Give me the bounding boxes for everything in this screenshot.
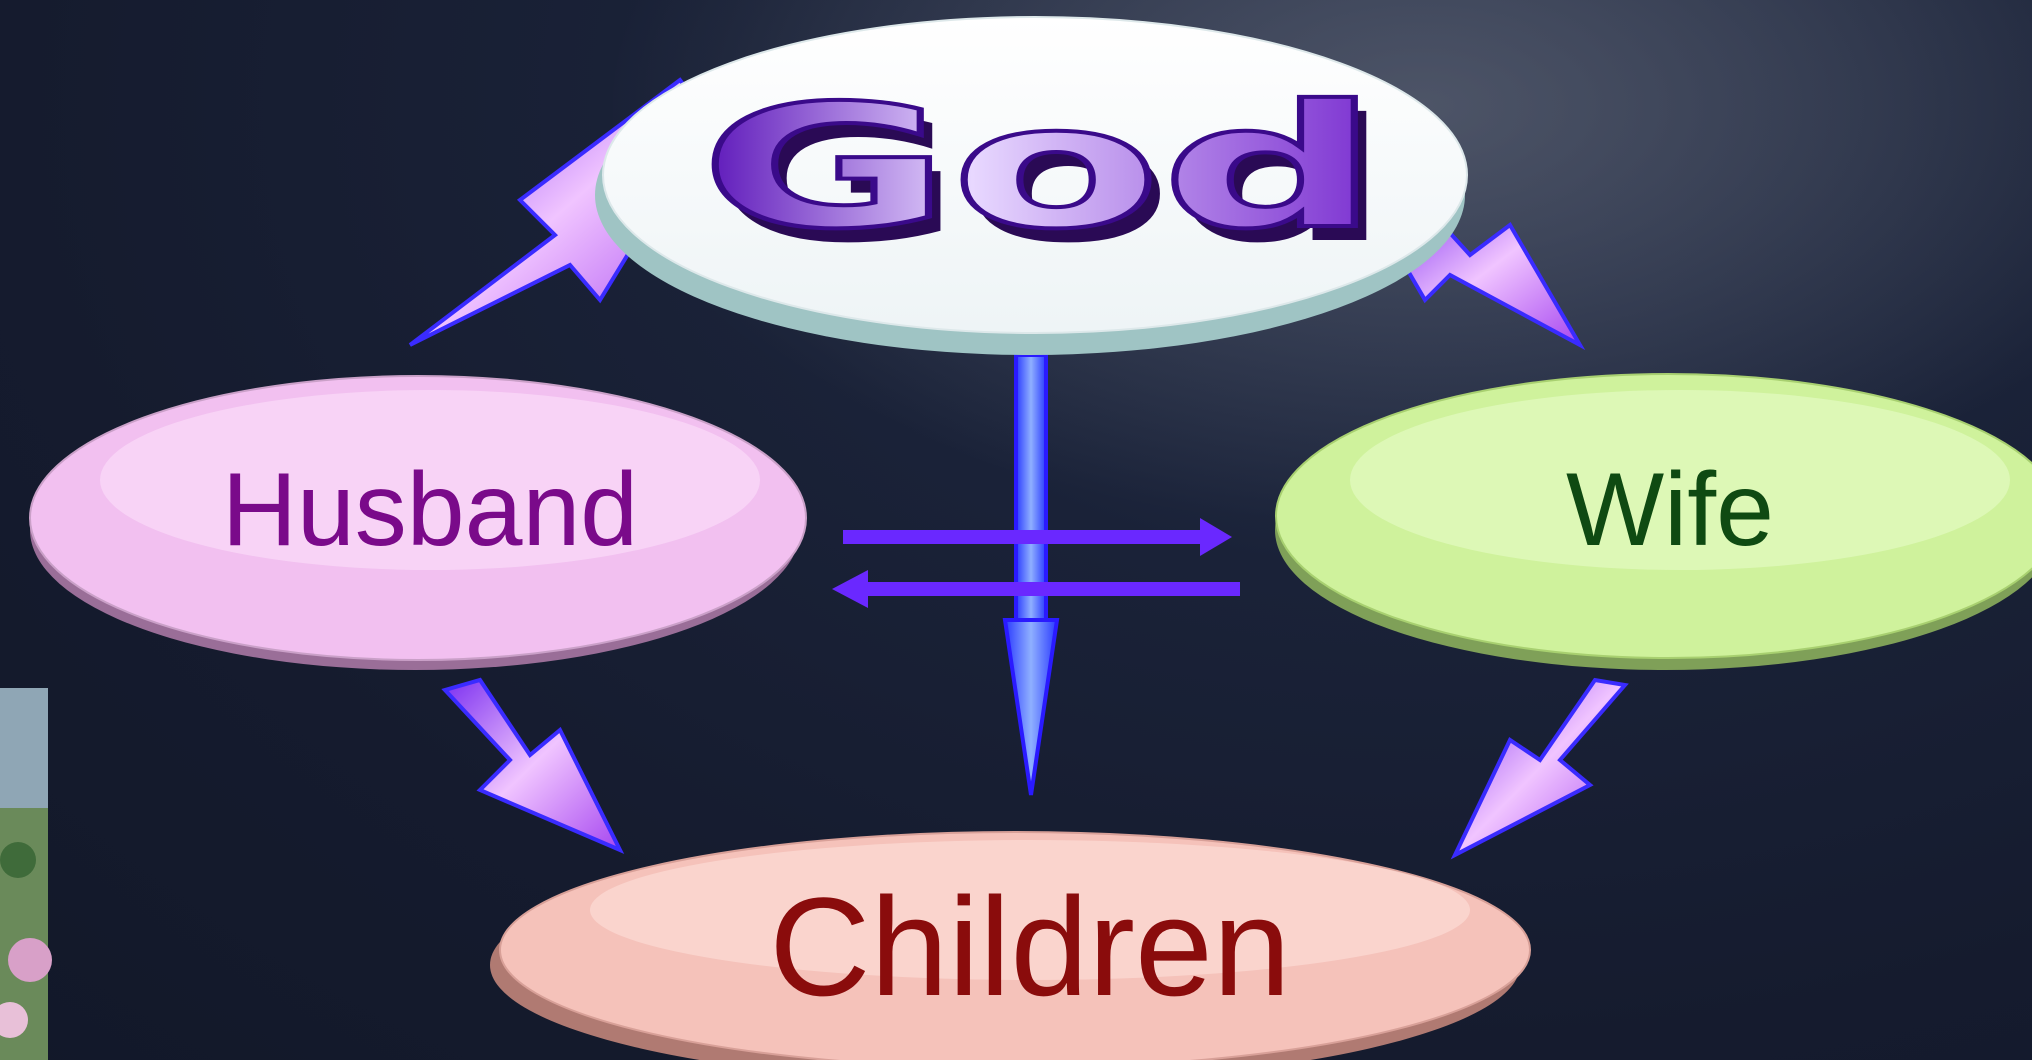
husband-node: Husband <box>29 375 807 670</box>
god-label-shadow: God <box>712 83 1392 281</box>
wife-node: Wife <box>1275 373 2032 670</box>
photo-fragment <box>0 688 52 1060</box>
children-node: Children <box>490 831 1531 1060</box>
god-label: God <box>700 69 1380 267</box>
husband-label: Husband <box>222 452 638 568</box>
wife-label: Wife <box>1566 452 1774 568</box>
arrow-wife-to-husband <box>832 570 1240 608</box>
arrow-husband-to-children <box>441 677 625 854</box>
arrow-god-to-children <box>1002 353 1060 796</box>
arrow-husband-to-wife <box>843 518 1232 556</box>
children-label: Children <box>769 868 1290 1025</box>
arrow-wife-to-children <box>1450 677 1629 860</box>
god-node: God God <box>595 16 1468 355</box>
